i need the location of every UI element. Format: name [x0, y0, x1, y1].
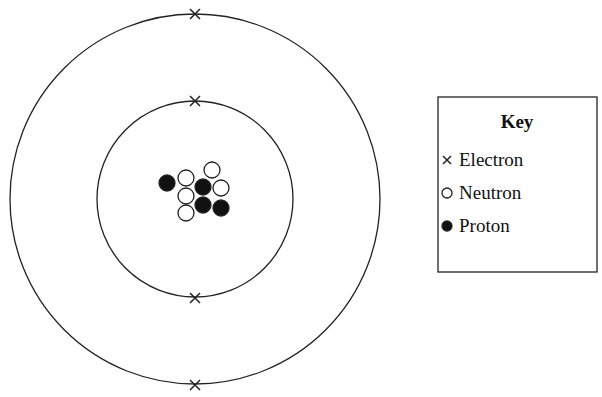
neutron — [178, 205, 194, 221]
electron-mark — [190, 293, 200, 303]
nucleus — [159, 162, 229, 221]
legend-entry: Neutron — [459, 183, 521, 204]
proton — [195, 197, 211, 213]
electron-mark — [190, 96, 200, 106]
neutron — [178, 188, 194, 204]
neutron — [213, 180, 229, 196]
legend-entry: Electron — [459, 150, 523, 171]
neutron-sample — [442, 188, 452, 198]
proton — [159, 175, 175, 191]
electron-mark — [190, 9, 200, 19]
outer-shell — [10, 14, 380, 384]
key-box — [438, 97, 597, 272]
neutron — [178, 170, 194, 186]
key-heading: Key — [501, 112, 534, 133]
neutron — [204, 162, 220, 178]
electron-mark — [190, 380, 200, 390]
proton-sample — [442, 221, 452, 231]
legend-entry: Proton — [459, 216, 510, 237]
proton — [195, 179, 211, 195]
proton — [213, 200, 229, 216]
inner-shell — [97, 101, 293, 297]
electron-sample — [443, 156, 451, 164]
